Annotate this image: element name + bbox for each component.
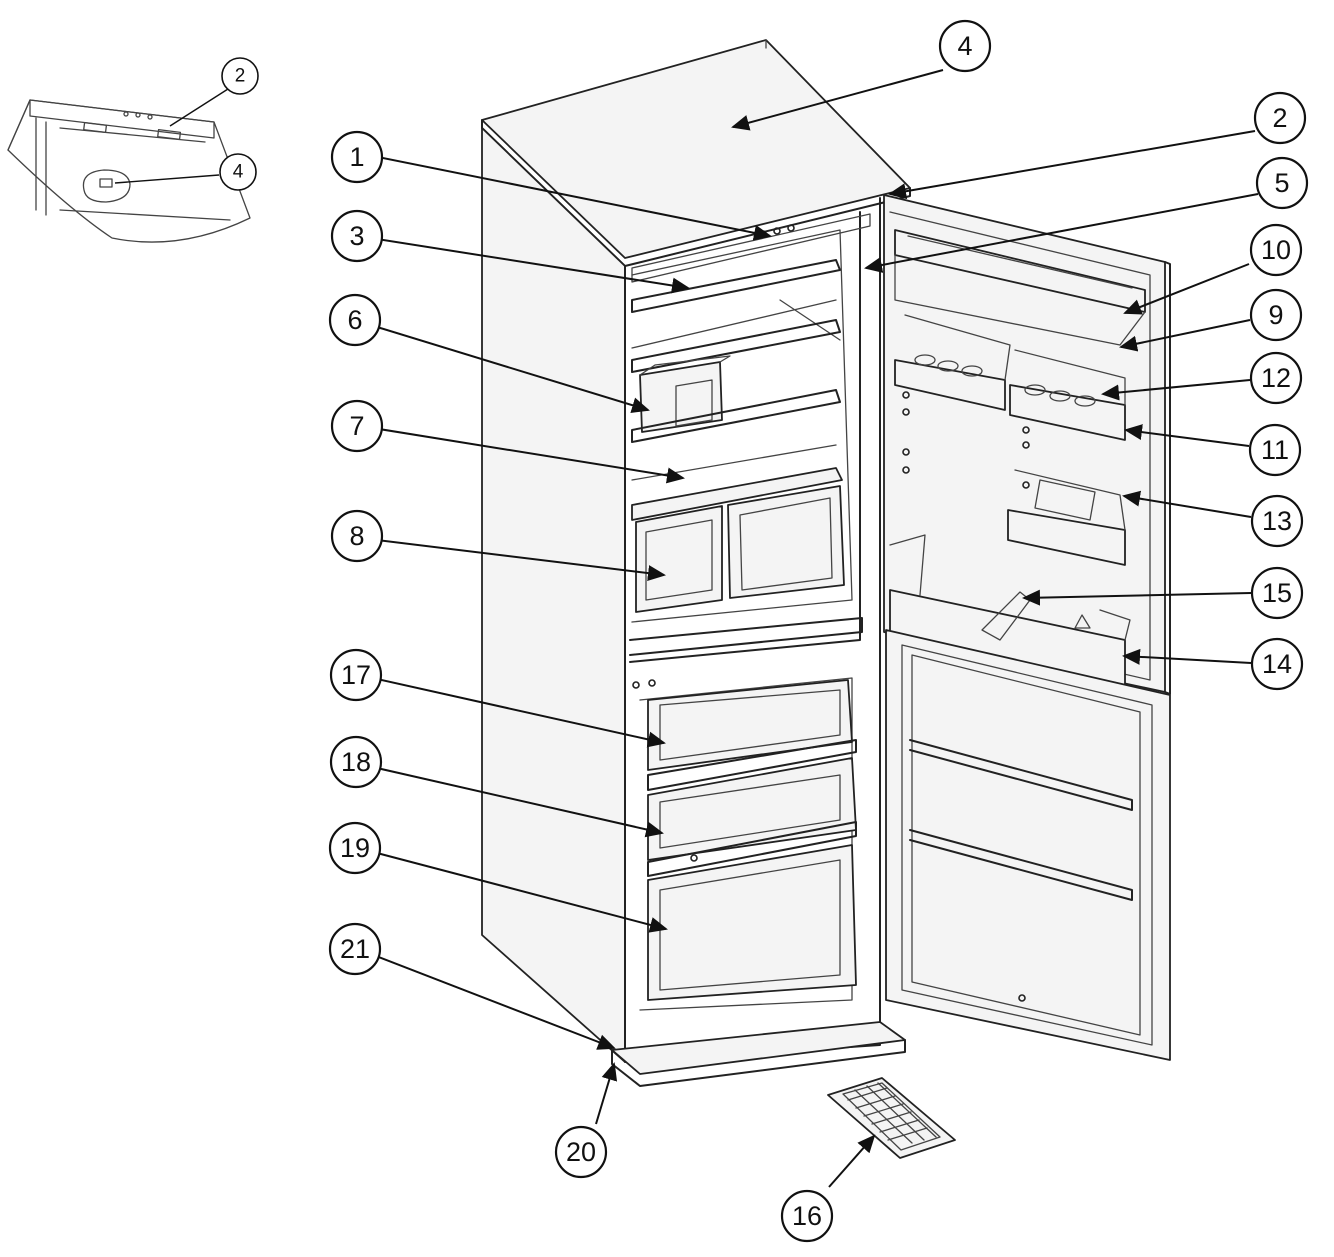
callout-11: 11: [1248, 423, 1302, 477]
callout-8: 8: [330, 509, 384, 563]
svg-text:18: 18: [341, 747, 371, 777]
svg-text:2: 2: [235, 66, 246, 87]
inset-detail: [7, 99, 251, 243]
svg-text:8: 8: [349, 521, 364, 551]
freezer-door: [885, 629, 1171, 1061]
callout-13: 13: [1250, 494, 1304, 548]
callout-4: 4: [938, 19, 992, 73]
callout-7: 7: [330, 399, 384, 453]
svg-text:3: 3: [349, 221, 364, 251]
ice-tray: [827, 1077, 956, 1159]
callout-18: 18: [329, 735, 383, 789]
callout-3: 3: [330, 209, 384, 263]
fridge-cabinet: [481, 39, 911, 1087]
callout-12: 12: [1249, 351, 1303, 405]
svg-text:15: 15: [1262, 578, 1292, 608]
callout-20: 20: [554, 1125, 608, 1179]
svg-text:19: 19: [340, 833, 370, 863]
callout-14: 14: [1250, 637, 1304, 691]
svg-text:11: 11: [1261, 435, 1289, 465]
svg-text:16: 16: [792, 1201, 822, 1231]
callout-9: 9: [1249, 288, 1303, 342]
fridge-door: [883, 194, 1171, 695]
inset-callout-4: 4: [219, 153, 257, 191]
callout-21: 21: [328, 922, 382, 976]
svg-text:5: 5: [1274, 168, 1289, 198]
svg-text:20: 20: [566, 1137, 596, 1167]
callout-19: 19: [328, 821, 382, 875]
callout-10: 10: [1249, 223, 1303, 277]
svg-text:10: 10: [1261, 235, 1291, 265]
svg-text:2: 2: [1272, 103, 1287, 133]
svg-text:7: 7: [349, 411, 364, 441]
svg-text:1: 1: [349, 142, 364, 172]
svg-text:6: 6: [347, 305, 362, 335]
callout-1: 1: [330, 130, 384, 184]
svg-text:21: 21: [340, 934, 370, 964]
callout-17: 17: [329, 648, 383, 702]
callout-15: 15: [1250, 566, 1304, 620]
svg-text:17: 17: [341, 660, 371, 690]
svg-text:13: 13: [1262, 506, 1292, 536]
callout-16: 16: [780, 1189, 834, 1243]
svg-text:4: 4: [233, 162, 244, 183]
svg-text:14: 14: [1262, 649, 1292, 679]
svg-text:4: 4: [957, 31, 972, 61]
callout-2: 2: [1253, 91, 1307, 145]
svg-text:9: 9: [1268, 300, 1283, 330]
leader-lines: [114, 69, 1259, 1188]
svg-text:12: 12: [1261, 363, 1291, 393]
callout-6: 6: [328, 293, 382, 347]
inset-callout-2: 2: [221, 57, 259, 95]
callout-5: 5: [1255, 156, 1309, 210]
